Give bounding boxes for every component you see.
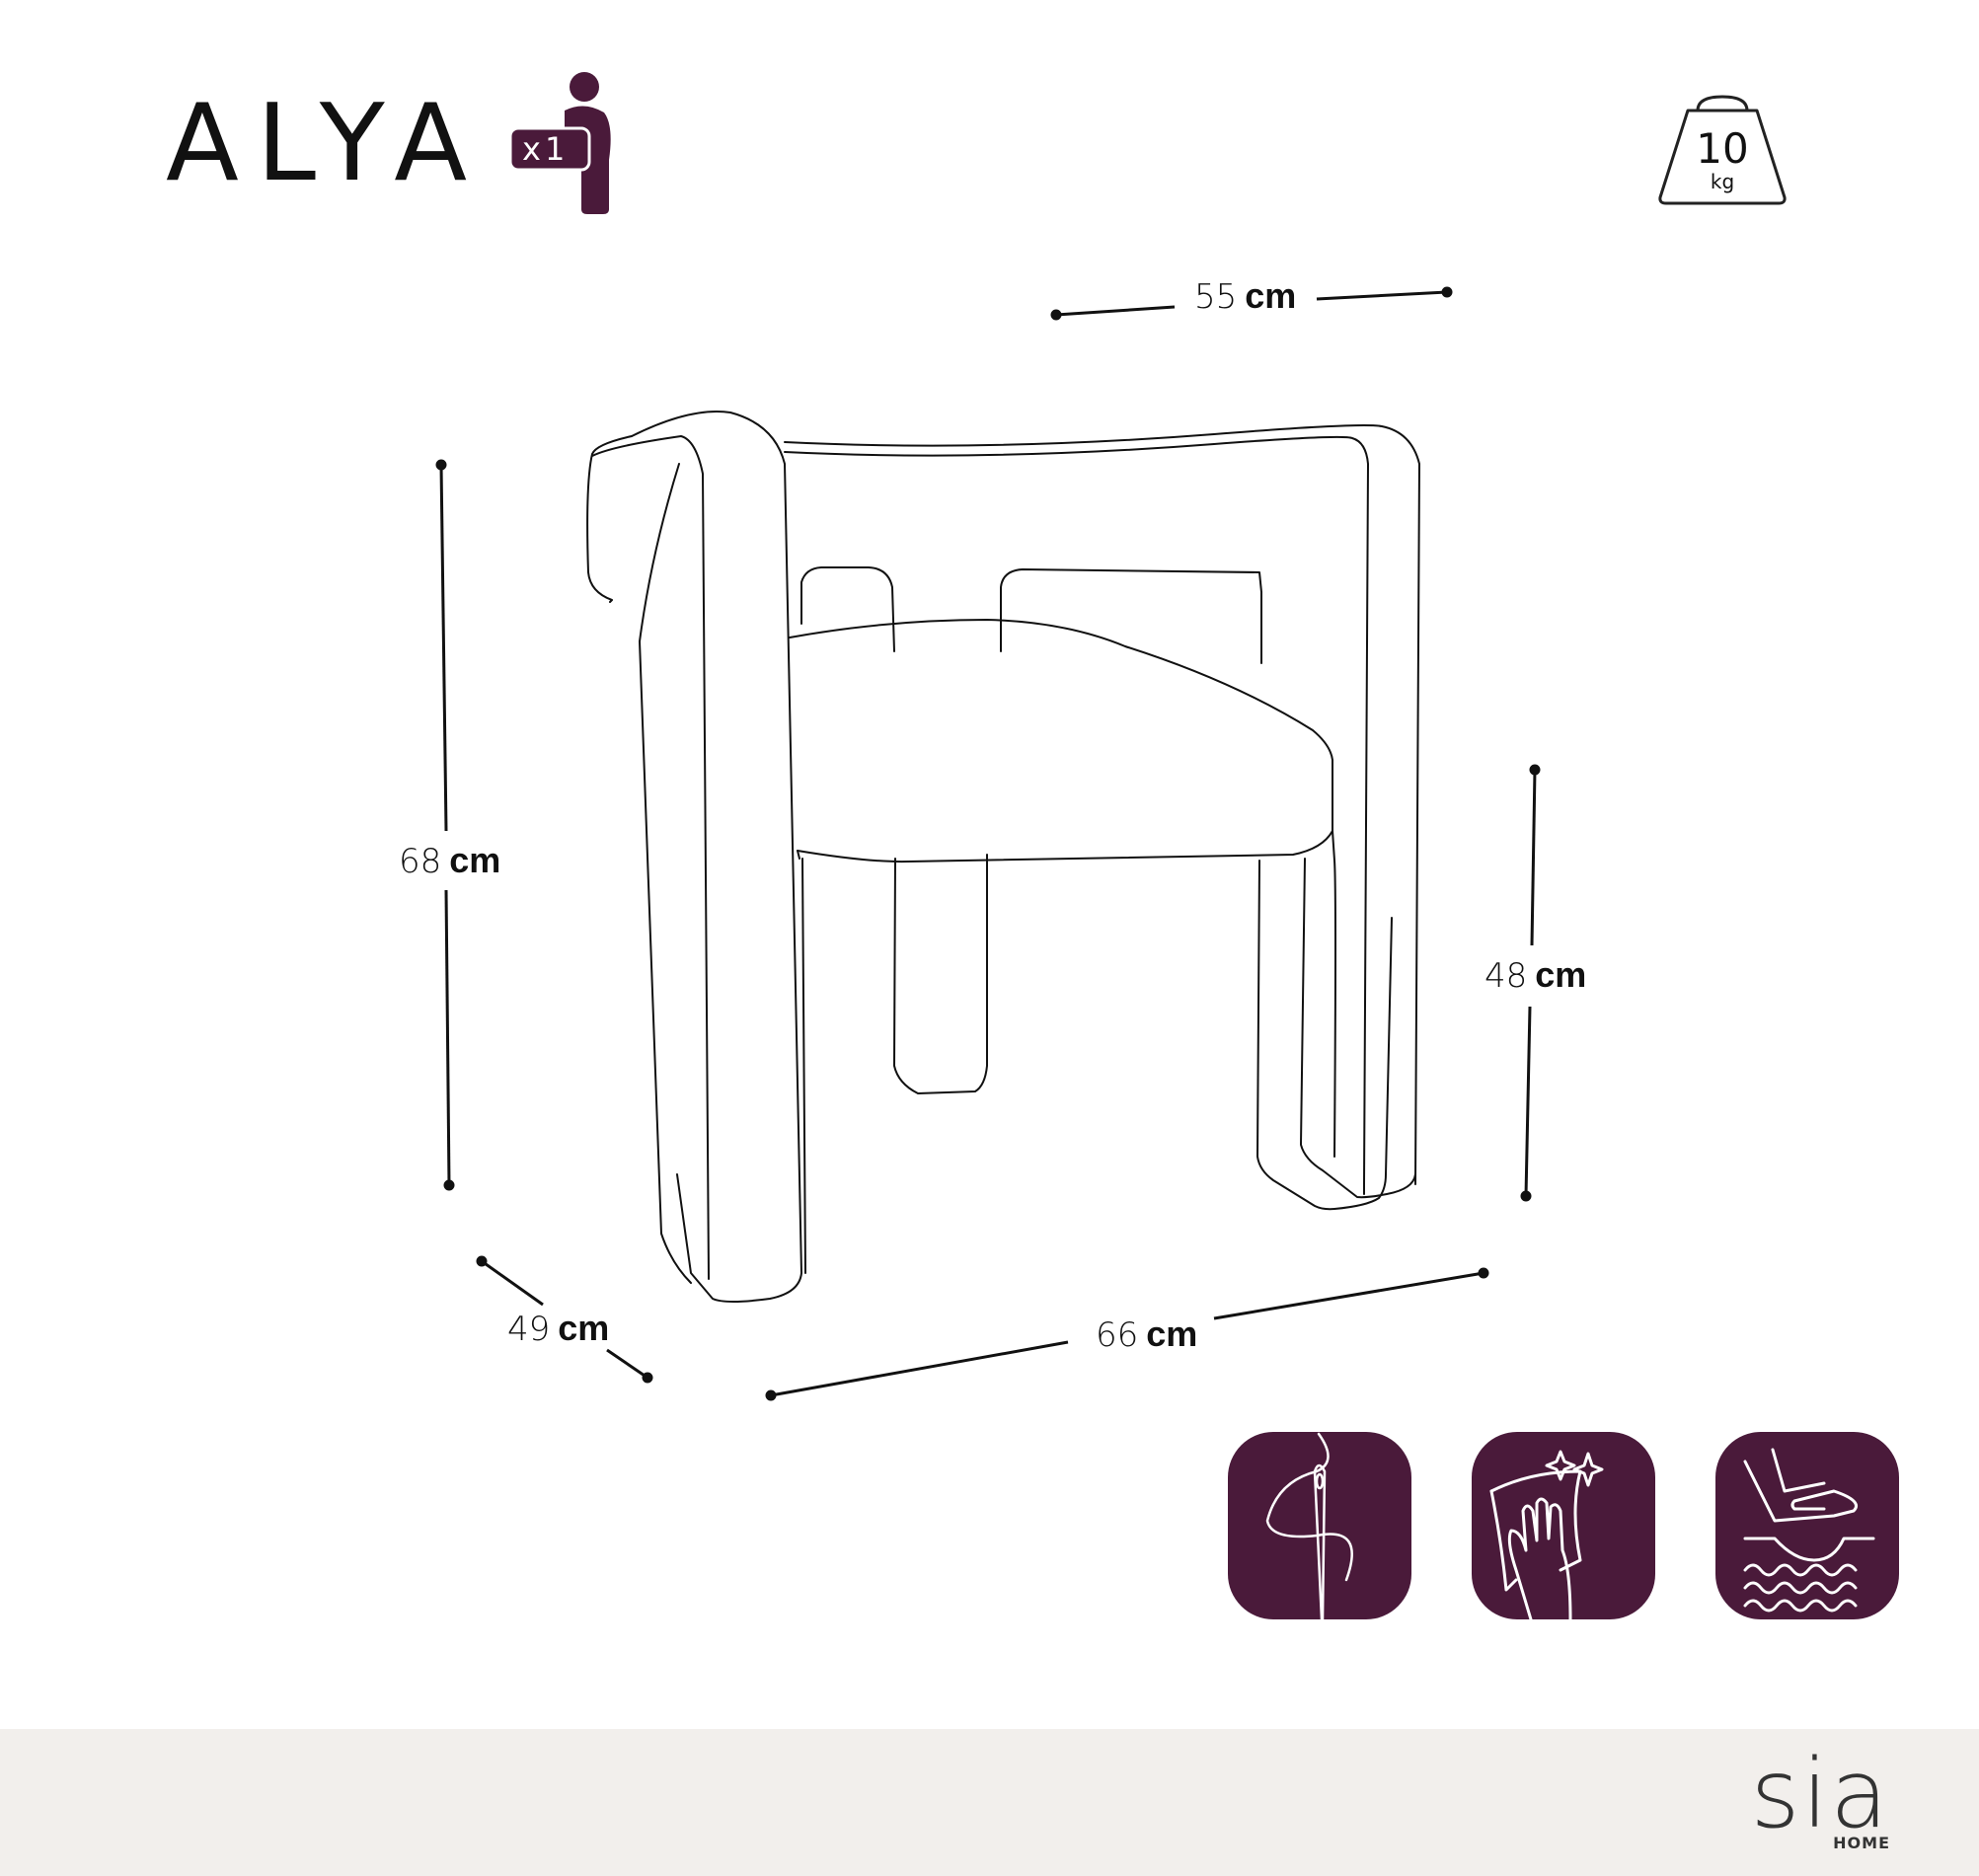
package-count: x1	[522, 130, 570, 168]
dimension-value: 55	[1194, 277, 1238, 317]
dimension-value: 68	[399, 842, 442, 881]
dimension-value: 48	[1484, 956, 1528, 996]
hand-wipe-cloth-icon	[1472, 1432, 1655, 1621]
comfort-foam-icon	[1715, 1432, 1899, 1619]
needle-thread-icon	[1228, 1432, 1411, 1621]
weight-icon: 10 kg	[1656, 95, 1789, 207]
dimension-unit: cm	[1535, 954, 1587, 995]
weight-unit: kg	[1710, 170, 1735, 193]
person-carrying-box-icon: x1	[508, 71, 629, 214]
product-name: ALYA	[166, 82, 486, 205]
footer-bar	[0, 1729, 1979, 1876]
brand-name: sia	[1750, 1739, 1890, 1849]
chair-line-drawing	[435, 286, 1541, 1401]
dimension-unit: cm	[558, 1308, 610, 1348]
brand-sub: HOME	[1833, 1834, 1890, 1852]
weight-value: 10	[1696, 124, 1749, 173]
dimension-value: 66	[1096, 1315, 1139, 1355]
brand-logo: sia HOME	[1750, 1747, 1890, 1852]
dimension-unit: cm	[449, 840, 501, 880]
dimension-unit: cm	[1245, 275, 1297, 316]
dimension-value: 49	[507, 1310, 551, 1349]
dimension-unit: cm	[1146, 1313, 1198, 1354]
